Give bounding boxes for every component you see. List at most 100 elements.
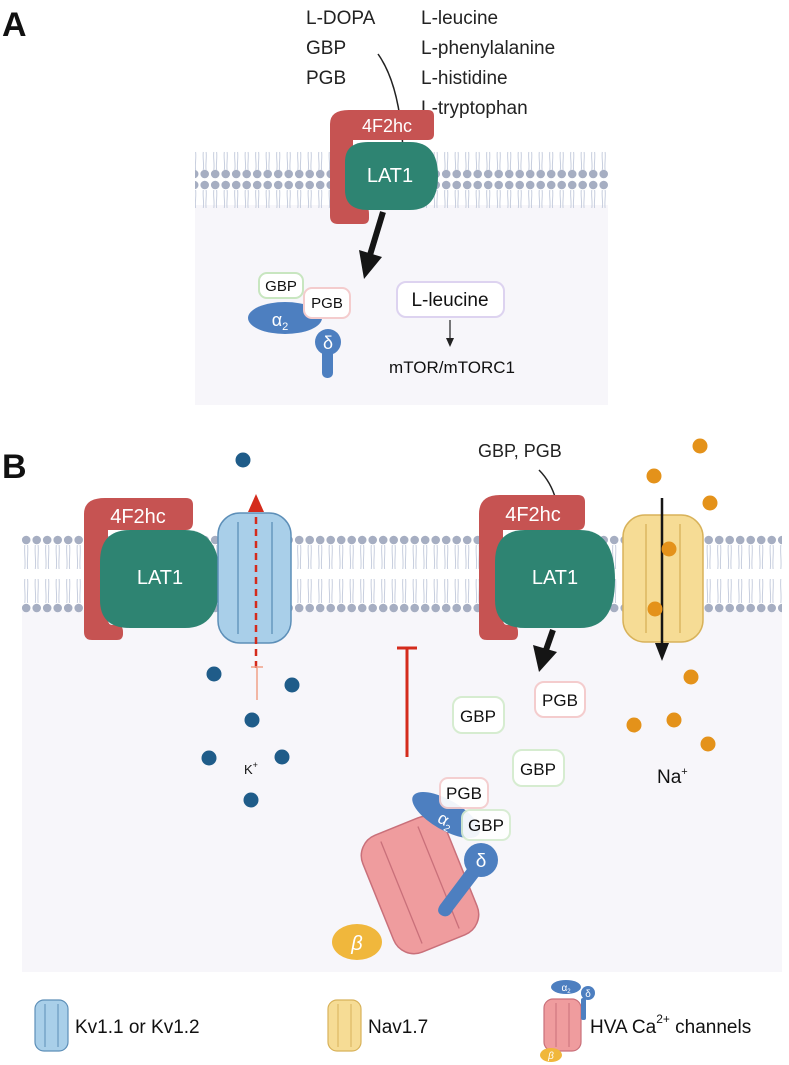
panel-b-transport-arrowhead (533, 645, 557, 672)
panel-b-gbp-free-1-badge (452, 696, 505, 734)
panel-b-right-4f2hc-label: 4F2hc (505, 504, 561, 526)
panel-b-drugs-label: GBP, PGB (478, 441, 562, 461)
panel-b-pgb-free-badge (534, 681, 586, 718)
legend-nav-label: Nav1.7 (368, 1017, 428, 1038)
legend-hva-icon (543, 998, 582, 1052)
panel-b-left-lat1-label: LAT1 (137, 567, 183, 589)
substrate-pgb: PGB (306, 68, 346, 89)
panel-b-gbp-free-2-text: GBP (520, 760, 556, 779)
panel-a-substrates-left: L-DOPA GBP PGB (306, 8, 376, 89)
hva-beta-subunit (332, 924, 382, 960)
panel-a-pgb-badge (303, 287, 351, 319)
panel-b-gbp-free-1-text: GBP (460, 707, 496, 726)
panel-a-mtor-text: mTOR/mTORC1 (389, 358, 515, 377)
panel-b-right-lat1 (495, 530, 615, 628)
substrate-histidine: L-histidine (421, 68, 508, 89)
potassium-ion (244, 712, 260, 728)
hva-delta-stem (438, 865, 482, 917)
hva-ca-channel: β PGB GBP α2 δ (332, 777, 511, 960)
panel-a-substrates-right: L-leucine L-phenylalanine L-histidine L-… (421, 8, 555, 119)
potassium-ions (201, 452, 300, 808)
legend-hva-beta (540, 1048, 562, 1062)
nav-influx-arrowhead (655, 643, 669, 661)
substrate-tryptophan: L-tryptophan (421, 98, 528, 119)
legend-hva: α2 δ β HVA Ca2+ channels (540, 980, 751, 1062)
panel-b-gbp-free-2-badge (512, 749, 565, 787)
legend-nav: Nav1.7 (327, 999, 428, 1052)
potassium-ion (206, 666, 222, 682)
panel-a-alpha2-label: α2 (272, 310, 289, 333)
kv-channel (217, 512, 292, 644)
legend-kv-icon (34, 999, 69, 1052)
substrate-ldopa: L-DOPA (306, 8, 376, 29)
panel-a-4f2hc (330, 110, 434, 224)
sodium-label: Na+ (657, 766, 688, 788)
panel-b-left-lat1 (100, 530, 220, 628)
potassium-ion (284, 677, 300, 693)
panel-b-left-4f2hc-label: 4F2hc (110, 506, 166, 528)
legend-kv-label: Kv1.1 or Kv1.2 (75, 1017, 200, 1038)
legend-hva-label: HVA Ca2+ channels (590, 1012, 751, 1038)
sodium-ion (666, 712, 682, 728)
substrate-leucine: L-leucine (421, 8, 498, 29)
panel-a-mtor-arrowhead (446, 338, 454, 347)
sodium-ion (700, 736, 716, 752)
legend-hva-delta-label: δ (585, 989, 591, 1000)
panel-a-lat1-label: LAT1 (367, 165, 413, 187)
legend-hva-delta (581, 986, 595, 1000)
panel-a-4f2hc-label: 4F2hc (362, 116, 412, 136)
panel-a-delta (315, 329, 341, 355)
sodium-ion (626, 717, 642, 733)
potassium-ion (235, 452, 251, 468)
panel-a-a2d-complex: GBP PGB α2 δ (248, 272, 351, 378)
kv-channel-body (217, 512, 292, 644)
panel-a-delta-label: δ (323, 333, 333, 353)
sodium-ion (692, 438, 708, 454)
panel-a-transport-arrowhead (359, 250, 382, 279)
panel-a-lat1 (345, 142, 438, 210)
panel-a-gbp-text: GBP (265, 278, 297, 295)
panel-a-pgb-text: PGB (311, 295, 343, 312)
panel-b-pgb-bound-badge (439, 777, 489, 809)
legend-hva-alpha2-label: α2 (561, 983, 571, 995)
legend-hva-alpha2 (551, 980, 581, 994)
hva-delta-label: δ (476, 851, 487, 872)
panel-b-pgb-free-text: PGB (542, 691, 578, 710)
sodium-ion (661, 541, 677, 557)
hva-channel-seam-2 (417, 826, 460, 929)
potassium-label: K+ (244, 760, 258, 777)
potassium-ion (274, 749, 290, 765)
legend-nav-icon (327, 999, 362, 1052)
sodium-ion (683, 669, 699, 685)
panel-b-label: B (2, 448, 27, 486)
panel-a-label: A (2, 6, 27, 44)
substrate-phenylalanine: L-phenylalanine (421, 38, 555, 59)
substrate-gbp: GBP (306, 38, 346, 59)
sodium-ion (646, 468, 662, 484)
potassium-ion (201, 750, 217, 766)
legend-hva-delta-stem (581, 998, 586, 1020)
hva-beta-label: β (350, 933, 362, 955)
kv-efflux-arrowhead (248, 494, 264, 512)
legend-hva-beta-label: β (547, 1051, 554, 1062)
panel-a-leucine-text: L-leucine (411, 290, 488, 311)
panel-b-gbp-bound-badge (461, 809, 511, 841)
hva-channel-seam-1 (380, 841, 423, 944)
potassium-ion (243, 792, 259, 808)
hva-channel-body (360, 815, 480, 955)
panel-b-transport-arrow (543, 629, 556, 651)
legend-kv: Kv1.1 or Kv1.2 (34, 999, 200, 1052)
panel-a-transport-arrow (367, 211, 386, 256)
panel-b-gbp-bound-text: GBP (468, 816, 504, 835)
legend: Kv1.1 or Kv1.2 Nav1.7 α2 δ β HVA Ca2+ ch… (34, 980, 751, 1062)
panel-b-pgb-bound-text: PGB (446, 784, 482, 803)
hva-delta-subunit (464, 843, 498, 877)
panel-b-right-lat1-label: LAT1 (532, 567, 578, 589)
panel-a-gbp-badge (258, 272, 304, 299)
sodium-ions (626, 438, 718, 752)
panel-a-delta-stem (322, 348, 333, 378)
panel-a-leucine-badge (396, 281, 505, 318)
sodium-ion (702, 495, 718, 511)
sodium-ion (647, 601, 663, 617)
